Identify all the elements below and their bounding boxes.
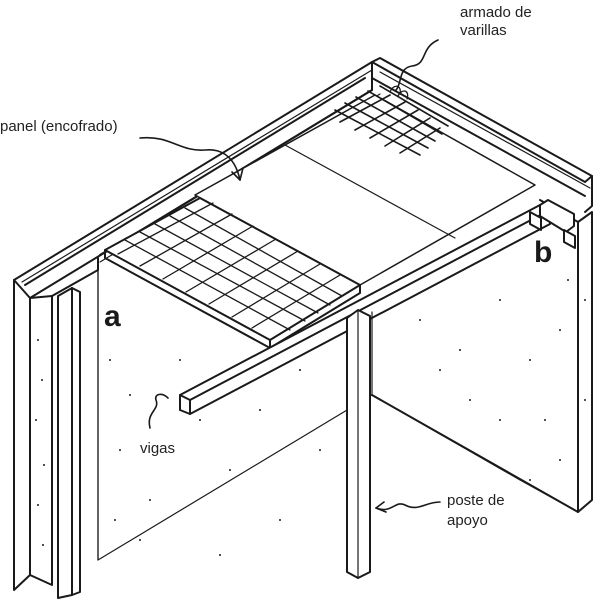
panel-leader [139,136,241,181]
formwork-panels [104,94,536,349]
leader-lines [139,39,441,513]
post-leader [375,501,441,511]
beams-leader [148,393,169,429]
point-b-marker: b [534,236,553,269]
post-leader-arrow [375,501,387,513]
support-post [346,309,371,579]
label-rebar-line2: varillas [460,22,507,39]
support-beams [179,199,576,415]
label-rebar-line1: armado de [460,4,532,21]
back-wall [97,269,373,561]
label-post-line1: poste de [447,492,505,509]
left-wall [13,61,373,591]
point-a-marker: a [104,300,121,333]
label-beams: vigas [140,440,176,457]
rebar-mesh [334,85,449,156]
rebar-leader [395,39,439,91]
left-pilaster [57,287,81,599]
panel-leader-arrow [231,167,244,181]
label-panel: panel (encofrado) [0,118,118,135]
label-post-line2: apoyo [447,512,488,529]
